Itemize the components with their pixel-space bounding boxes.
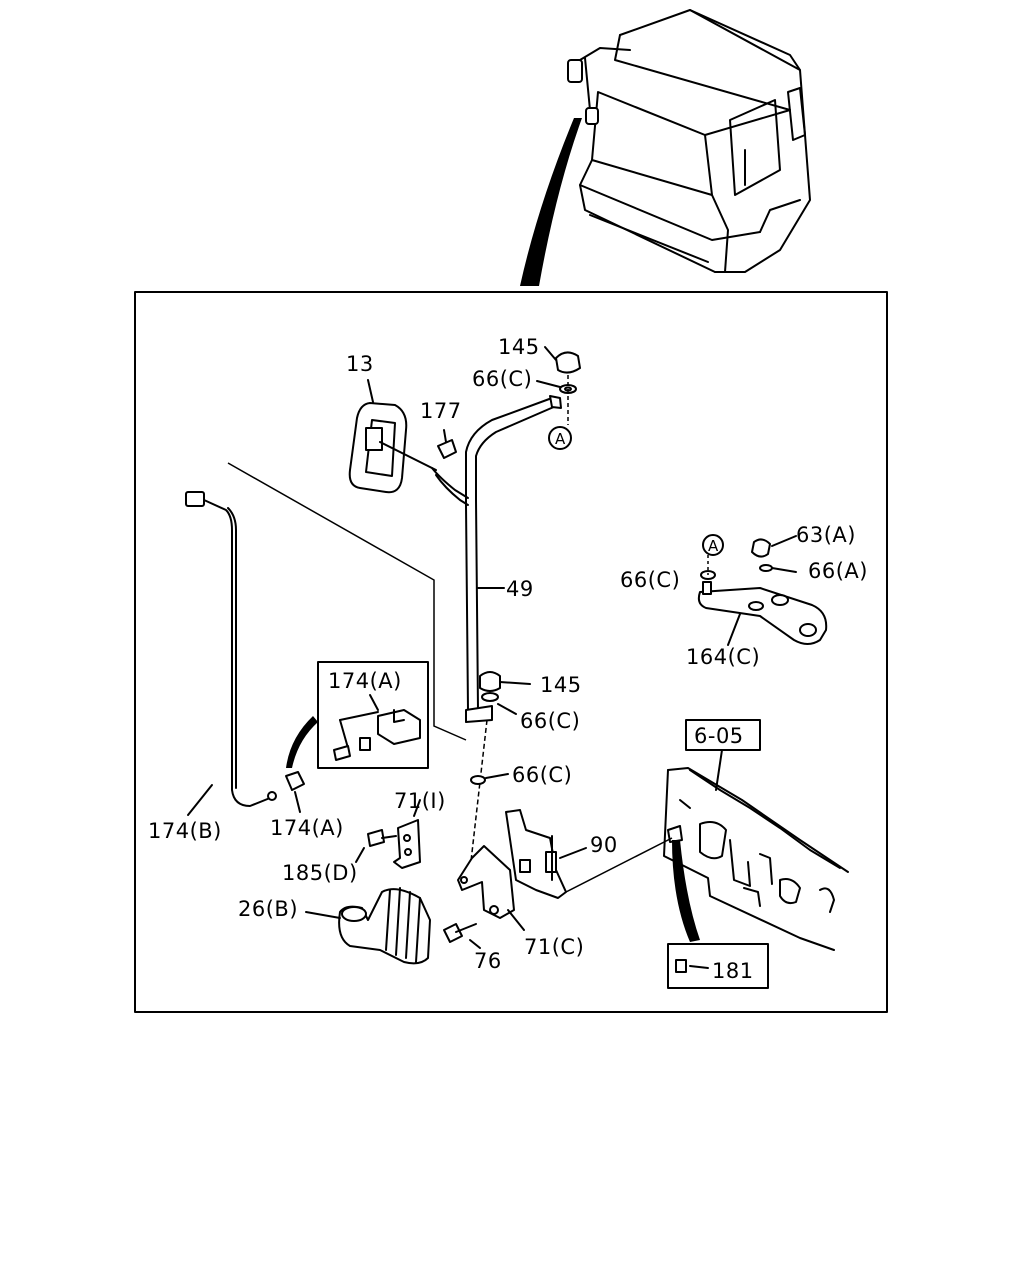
middle-hardware (469, 671, 531, 871)
label-185d: 185(D) (282, 861, 358, 885)
label-66c-right: 66(C) (620, 568, 680, 592)
label-145-top: 145 (498, 335, 540, 359)
label-164c: 164(C) (686, 645, 760, 669)
bracket-part-71c (443, 845, 525, 949)
bracket-part-164c (697, 534, 828, 646)
label-71i: 71(I) (394, 789, 446, 813)
circle-a-top: A (555, 430, 566, 448)
harness-part-174b (185, 462, 467, 816)
top-hardware (536, 346, 581, 450)
frame-assembly-6-05 (663, 719, 849, 951)
label-6-05: 6-05 (694, 724, 744, 748)
label-145-mid: 145 (540, 673, 582, 697)
circle-a-right: A (708, 537, 719, 555)
label-177: 177 (420, 399, 462, 423)
mirror-part-13 (348, 379, 437, 494)
label-174a: 174(A) (270, 816, 344, 840)
label-66c-mid: 66(C) (520, 709, 580, 733)
label-49: 49 (506, 577, 534, 601)
label-174b: 174(B) (148, 819, 222, 843)
label-63a: 63(A) (796, 523, 856, 547)
label-26b: 26(B) (238, 897, 298, 921)
mirror-stay-part-49 (431, 395, 562, 723)
label-90: 90 (590, 833, 618, 857)
bracket-part-90 (505, 809, 673, 899)
bracket-part-71i (355, 799, 421, 869)
label-181: 181 (712, 959, 754, 983)
label-71c: 71(C) (524, 935, 584, 959)
label-66c-low: 66(C) (512, 763, 572, 787)
inset-connector-174a (286, 661, 429, 769)
clip-part-177 (437, 429, 457, 459)
connector-part-174a (285, 771, 305, 813)
boot-part-26b (305, 887, 431, 965)
truck-cab-illustration (520, 9, 811, 286)
label-13: 13 (346, 352, 374, 376)
label-66a: 66(A) (808, 559, 868, 583)
label-174a-inset: 174(A) (328, 669, 402, 693)
label-66c-top: 66(C) (472, 367, 532, 391)
clip-box-181 (667, 943, 769, 989)
label-76: 76 (474, 949, 502, 973)
detail-frame (134, 291, 888, 1013)
